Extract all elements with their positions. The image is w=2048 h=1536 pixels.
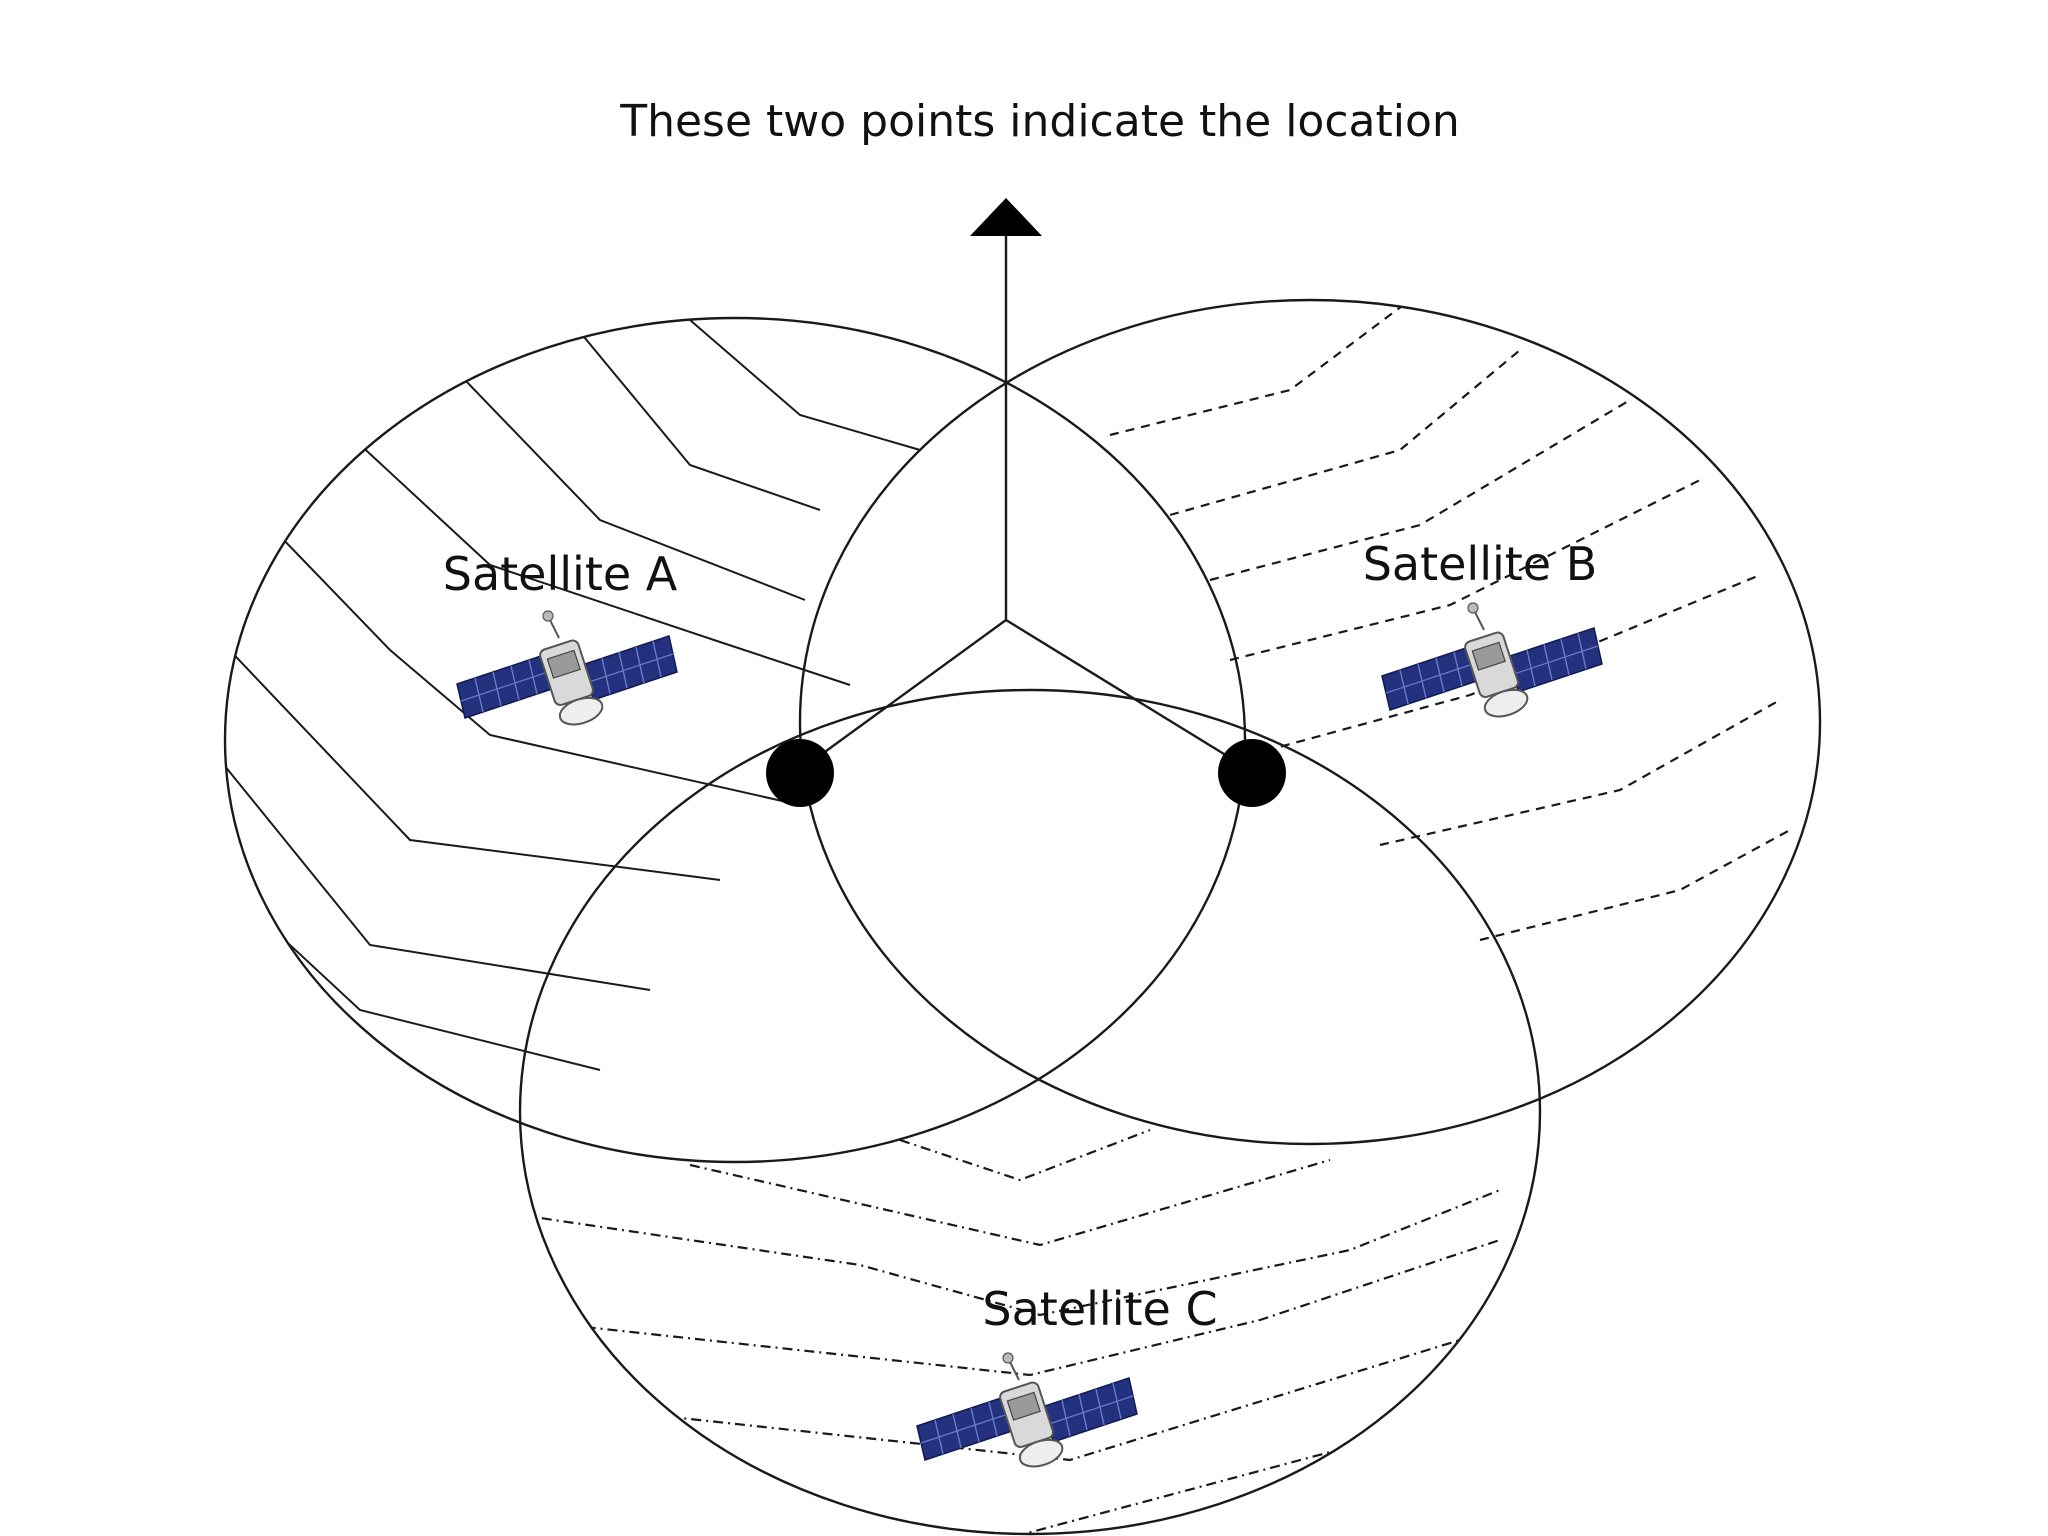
- location-point-icon: [766, 739, 834, 807]
- satellite-b-range-circle: [798, 298, 1822, 1146]
- satellite-c-range-circle: [518, 688, 1542, 1536]
- arrow-up-icon: [970, 198, 1042, 236]
- satellite-a-range-circle: [223, 316, 1247, 1164]
- satellite-b-hatching: [1109, 300, 1791, 942]
- satellite-c-label: Satellite C: [982, 1282, 1217, 1336]
- satellite-b-label: Satellite B: [1363, 537, 1598, 591]
- pointer-line-left: [799, 619, 1007, 771]
- satellite-icon: [456, 610, 678, 731]
- satellite-a-label: Satellite A: [443, 547, 678, 601]
- satellite-icon: [916, 1352, 1138, 1473]
- pointer-line-right: [1005, 618, 1251, 772]
- diagram-caption: These two points indicate the location: [619, 96, 1460, 147]
- satellite-icon: [1381, 602, 1603, 723]
- satellite-a-hatching: [225, 319, 921, 1071]
- location-point-icon: [1218, 739, 1286, 807]
